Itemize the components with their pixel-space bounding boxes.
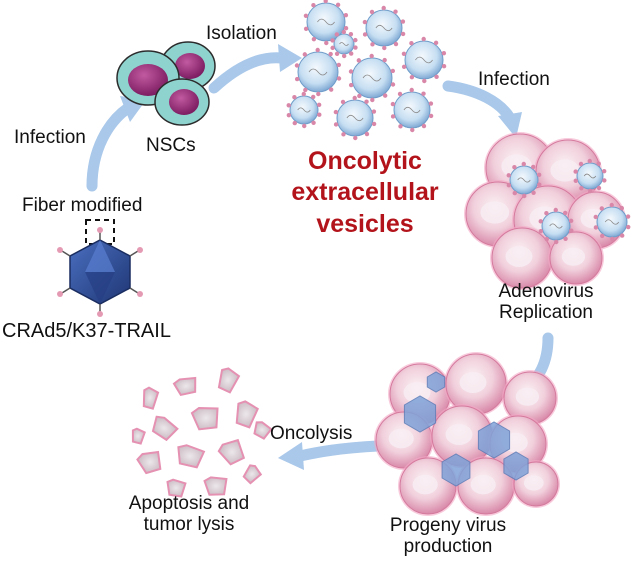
extracellular-vesicles bbox=[286, 0, 447, 141]
label-fiber-modified: Fiber modified bbox=[22, 195, 143, 216]
label-adenovirus-replication: Adenovirus Replication bbox=[476, 281, 616, 324]
progeny-virus-icon bbox=[441, 453, 471, 487]
vesicle-icon bbox=[538, 207, 574, 245]
cell-fragment-icon bbox=[242, 464, 263, 485]
title-line-3: vesicles bbox=[316, 209, 414, 238]
tumor-cells-replication bbox=[464, 132, 631, 290]
title-line-2: extracellular bbox=[291, 178, 439, 207]
progeny-virus-icon bbox=[403, 395, 437, 433]
diagram-title: Oncolytic extracellular vesicles bbox=[250, 146, 480, 240]
vesicle-icon bbox=[573, 158, 607, 194]
cell-fragment-icon bbox=[217, 367, 241, 394]
arrow-infection-right bbox=[442, 80, 522, 138]
vesicle-icon bbox=[593, 202, 631, 242]
tumor-cell-icon bbox=[456, 456, 516, 516]
vesicle-icon bbox=[303, 0, 349, 46]
vesicle-icon bbox=[330, 29, 358, 59]
arrow-left-up bbox=[86, 96, 146, 192]
cell-fragment-icon bbox=[166, 478, 187, 498]
vesicle-icon bbox=[294, 47, 342, 97]
vesicle-icon bbox=[390, 87, 434, 133]
vesicle-icon bbox=[286, 91, 322, 129]
tumor-cell-icon bbox=[444, 352, 508, 416]
cell-fragment-icon bbox=[253, 421, 273, 440]
label-apoptosis-tumor-lysis: Apoptosis and tumor lysis bbox=[104, 493, 274, 536]
cell-fragment-icon bbox=[235, 400, 260, 429]
vesicle-icon bbox=[506, 161, 542, 199]
progeny-virus-icon bbox=[477, 421, 511, 459]
tumor-cell-icon bbox=[430, 404, 494, 468]
label-progeny-line-1: Progeny virus bbox=[389, 515, 507, 536]
cell-fragment-icon bbox=[151, 415, 179, 442]
progeny-virus-icon bbox=[503, 451, 529, 481]
cell-fragment-icon bbox=[136, 450, 162, 475]
vesicle-icon bbox=[333, 95, 377, 141]
label-progeny-virus-production: Progeny virus production bbox=[368, 515, 528, 558]
label-apoptosis-line-2: tumor lysis bbox=[143, 513, 235, 535]
label-oncolysis: Oncolysis bbox=[270, 423, 353, 444]
tumor-cell-icon bbox=[490, 226, 554, 290]
nsc-cells bbox=[116, 41, 216, 126]
adenovirus-icon bbox=[57, 219, 143, 317]
cell-fragment-icon bbox=[217, 438, 246, 466]
cell-fragment-icon bbox=[203, 476, 228, 496]
label-apoptosis-line-1: Apoptosis and bbox=[128, 493, 250, 514]
label-isolation: Isolation bbox=[206, 23, 277, 44]
tumor-cell-icon bbox=[548, 230, 604, 286]
cell-fragment-icon bbox=[190, 407, 219, 431]
arrow-isolation bbox=[208, 44, 302, 94]
vesicle-icon bbox=[362, 5, 406, 51]
cell-fragment-icon bbox=[131, 427, 146, 445]
cell-fragment-icon bbox=[142, 386, 160, 410]
label-infection-left: Infection bbox=[14, 127, 86, 148]
tumor-cells-progeny bbox=[374, 352, 560, 516]
vesicle-icon bbox=[348, 53, 396, 103]
cell-fragment-icon bbox=[172, 376, 197, 397]
label-adenovirus-replication-line-1: Adenovirus bbox=[498, 281, 594, 302]
vesicle-icon bbox=[401, 36, 447, 84]
label-infection-top: Infection bbox=[478, 69, 550, 90]
progeny-virus-icon bbox=[426, 371, 446, 393]
arrow-oncolysis bbox=[278, 440, 384, 470]
label-virus-name: CRAd5/K37-TRAIL bbox=[2, 320, 171, 342]
cell-fragment-icon bbox=[177, 444, 206, 469]
label-nscs: NSCs bbox=[146, 135, 196, 156]
title-line-1: Oncolytic bbox=[308, 147, 422, 175]
label-progeny-line-2: production bbox=[403, 535, 493, 557]
apoptotic-fragments bbox=[131, 367, 273, 498]
label-adenovirus-replication-line-2: Replication bbox=[499, 301, 593, 323]
